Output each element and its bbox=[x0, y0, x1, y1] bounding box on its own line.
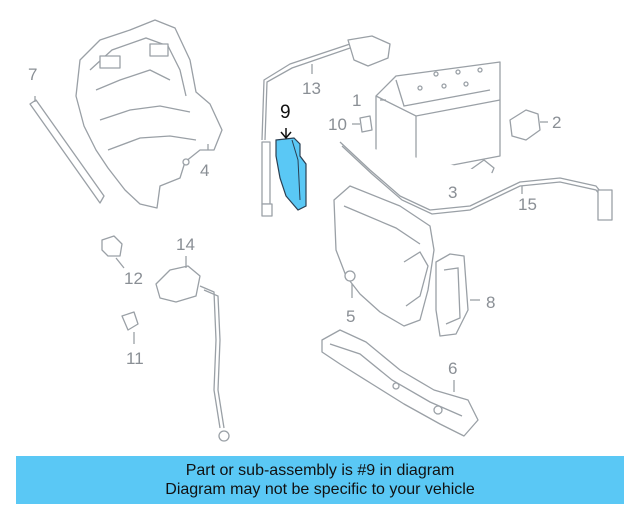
part-12-clip bbox=[101, 235, 125, 269]
callout-2: 2 bbox=[552, 113, 561, 132]
part-9-bracket bbox=[275, 128, 307, 211]
callout-13: 13 bbox=[302, 79, 321, 98]
banner-line-1: Part or sub-assembly is #9 in diagram bbox=[185, 462, 455, 479]
callout-15: 15 bbox=[518, 195, 537, 214]
callout-5: 5 bbox=[346, 307, 355, 326]
callout-11: 11 bbox=[126, 349, 144, 368]
callout-3: 3 bbox=[448, 183, 457, 202]
callout-14: 14 bbox=[176, 235, 195, 254]
part-6-lower-support bbox=[321, 329, 479, 437]
part-5-battery-box bbox=[333, 185, 435, 327]
callout-1: 1 bbox=[352, 91, 361, 110]
part-1-battery bbox=[375, 61, 501, 173]
parts-diagram: 1 2 3 4 5 6 7 8 9 10 11 12 13 14 15 bbox=[28, 19, 613, 442]
callout-10: 10 bbox=[328, 115, 347, 134]
part-8-side-bracket bbox=[435, 253, 480, 337]
callout-6: 6 bbox=[448, 359, 457, 378]
part-7-weatherstrip bbox=[29, 96, 105, 204]
part-11-clip bbox=[121, 311, 139, 344]
part-9-rod bbox=[261, 141, 273, 217]
callout-9: 9 bbox=[280, 102, 291, 123]
part-15-cable bbox=[339, 141, 613, 221]
callout-4: 4 bbox=[200, 161, 209, 180]
callout-8: 8 bbox=[486, 293, 495, 312]
part-14-latch bbox=[155, 256, 230, 442]
callout-7: 7 bbox=[28, 65, 37, 84]
banner-line-2: Diagram may not be specific to your vehi… bbox=[165, 481, 475, 498]
part-4-tray-housing bbox=[75, 19, 223, 209]
part-2-clamp bbox=[509, 109, 548, 141]
part-13-cable bbox=[261, 35, 391, 141]
part-10-bolt bbox=[352, 115, 373, 133]
callout-12: 12 bbox=[124, 269, 143, 288]
info-banner: Part or sub-assembly is #9 in diagram Di… bbox=[16, 456, 624, 504]
